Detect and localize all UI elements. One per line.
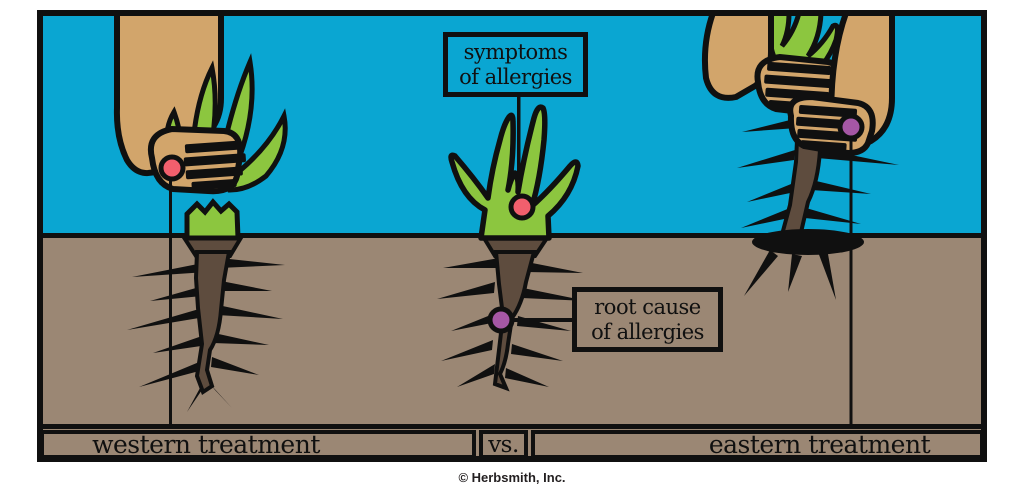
symptom-dot-icon bbox=[158, 154, 186, 182]
middle-weed-scene bbox=[437, 95, 587, 392]
root-cause-dot-icon bbox=[487, 306, 515, 334]
western-treatment-label: western treatment bbox=[92, 430, 320, 459]
symptoms-label-line2: of allergies bbox=[459, 64, 572, 89]
root-cause-dot-icon bbox=[837, 113, 865, 141]
right-root-spikes bbox=[737, 116, 899, 228]
root-cause-label-line2: of allergies bbox=[591, 319, 704, 344]
western-treatment-bar: western treatment bbox=[40, 430, 476, 459]
eastern-scene-whole-weed-pulled bbox=[701, 10, 899, 426]
eastern-treatment-label: eastern treatment bbox=[708, 430, 931, 459]
left-finger-stripes bbox=[183, 140, 246, 190]
left-root-spikes bbox=[127, 258, 285, 412]
illustration-frame-border bbox=[37, 10, 987, 462]
bar-divider-line bbox=[37, 424, 987, 429]
symptom-dot-icon bbox=[508, 193, 536, 221]
symptoms-connector-line bbox=[517, 95, 521, 197]
root-cause-label-line1: root cause bbox=[594, 294, 701, 319]
vs-bar: vs. bbox=[479, 430, 528, 459]
left-torn-stump bbox=[184, 198, 241, 241]
middle-weed-leaves bbox=[448, 104, 581, 241]
western-scene-weed-top-pulled bbox=[113, 10, 288, 426]
symptoms-label-line1: symptoms bbox=[463, 39, 568, 64]
eastern-connector-line bbox=[849, 134, 853, 426]
eastern-treatment-bar: eastern treatment bbox=[531, 430, 984, 459]
root-cause-of-allergies-label: root cause of allergies bbox=[572, 287, 723, 352]
symptoms-of-allergies-label: symptoms of allergies bbox=[443, 32, 588, 97]
western-connector-line bbox=[169, 172, 172, 426]
vs-label: vs. bbox=[488, 431, 519, 458]
root-cause-connector-line bbox=[503, 318, 575, 322]
ground-hole bbox=[744, 229, 864, 300]
copyright-text: © Herbsmith, Inc. bbox=[458, 470, 566, 485]
